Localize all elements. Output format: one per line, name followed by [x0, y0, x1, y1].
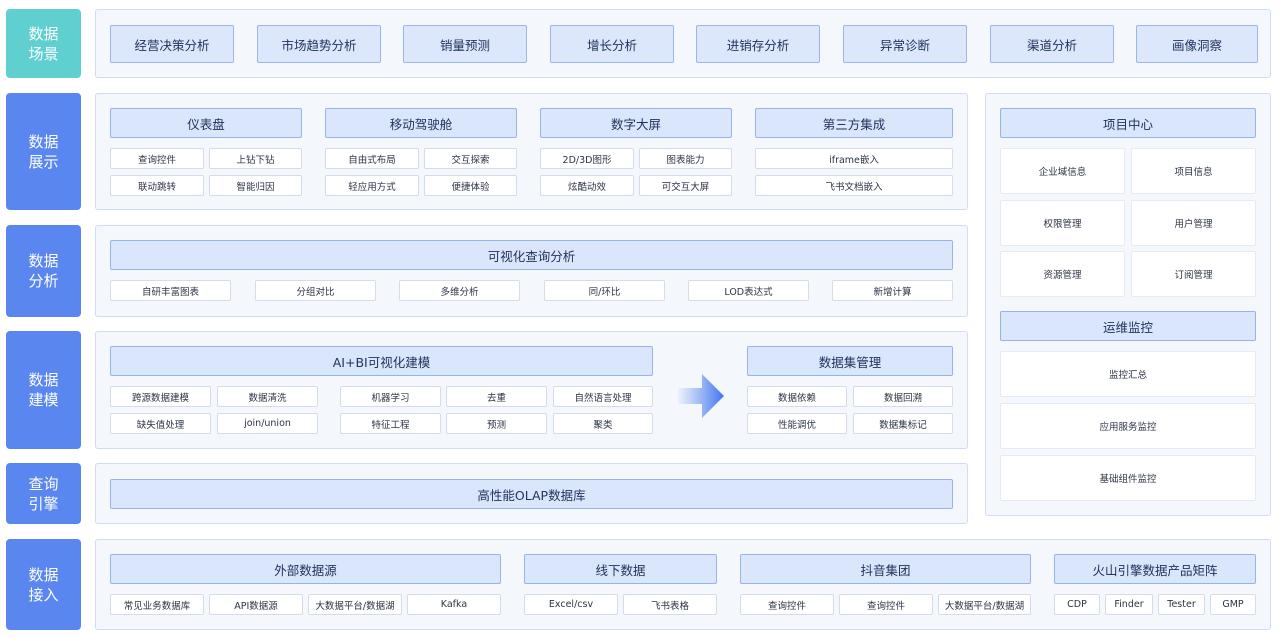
- analysis-item[interactable]: 新增计算: [832, 280, 953, 301]
- sidebar-label-analysis: 数据 分析: [6, 225, 81, 317]
- scene-item[interactable]: 进销存分析: [696, 25, 820, 63]
- ingest-item[interactable]: CDP: [1054, 594, 1100, 615]
- display-item[interactable]: 智能归因: [209, 175, 302, 196]
- modeling-ai-title[interactable]: AI+BI可视化建模: [110, 346, 653, 376]
- display-item[interactable]: 轻应用方式: [325, 175, 419, 196]
- scene-item[interactable]: 增长分析: [550, 25, 674, 63]
- modeling-item[interactable]: 去重: [446, 386, 547, 407]
- ingest-item[interactable]: Tester: [1158, 594, 1205, 615]
- scene-item[interactable]: 渠道分析: [990, 25, 1114, 63]
- display-group-mobile-title[interactable]: 移动驾驶舱: [325, 108, 517, 138]
- modeling-item[interactable]: 聚类: [553, 413, 653, 434]
- project-item[interactable]: 订阅管理: [1131, 251, 1256, 297]
- display-item[interactable]: iframe嵌入: [755, 148, 953, 169]
- analysis-panel: [95, 225, 968, 317]
- ingest-group-external-title[interactable]: 外部数据源: [110, 554, 501, 584]
- project-center-title[interactable]: 项目中心: [1000, 108, 1256, 138]
- project-item[interactable]: 企业域信息: [1000, 148, 1125, 194]
- ingest-item[interactable]: GMP: [1210, 594, 1256, 615]
- modeling-item[interactable]: 特征工程: [340, 413, 441, 434]
- modeling-item[interactable]: 预测: [446, 413, 547, 434]
- ops-monitor-title[interactable]: 运维监控: [1000, 311, 1256, 341]
- ingest-item[interactable]: Excel/csv: [524, 594, 618, 615]
- ingest-item[interactable]: 大数据平台/数据湖: [308, 594, 402, 615]
- sidebar-label-modeling: 数据 建模: [6, 331, 81, 449]
- flow-arrow-icon: [678, 374, 724, 418]
- analysis-item[interactable]: LOD表达式: [688, 280, 809, 301]
- modeling-item[interactable]: 数据清洗: [217, 386, 318, 407]
- analysis-item[interactable]: 分组对比: [255, 280, 376, 301]
- display-item[interactable]: 炫酷动效: [540, 175, 634, 196]
- scene-item[interactable]: 经营决策分析: [110, 25, 234, 63]
- ops-item[interactable]: 应用服务监控: [1000, 403, 1256, 449]
- display-item[interactable]: 可交互大屏: [639, 175, 732, 196]
- sidebar-label-scene: 数据 场景: [6, 9, 81, 78]
- display-item[interactable]: 联动跳转: [110, 175, 204, 196]
- ingest-group-volcengine-title[interactable]: 火山引擎数据产品矩阵: [1054, 554, 1256, 584]
- modeling-item[interactable]: 自然语言处理: [553, 386, 653, 407]
- scene-item[interactable]: 销量预测: [403, 25, 527, 63]
- ops-item[interactable]: 监控汇总: [1000, 351, 1256, 397]
- modeling-item[interactable]: 缺失值处理: [110, 413, 211, 434]
- display-item[interactable]: 交互探索: [424, 148, 517, 169]
- analysis-title[interactable]: 可视化查询分析: [110, 240, 953, 270]
- sidebar-label-display: 数据 展示: [6, 93, 81, 210]
- modeling-item[interactable]: 跨源数据建模: [110, 386, 211, 407]
- analysis-item[interactable]: 自研丰富图表: [110, 280, 231, 301]
- ingest-item[interactable]: 常见业务数据库: [110, 594, 204, 615]
- display-item[interactable]: 图表能力: [639, 148, 732, 169]
- display-item[interactable]: 便捷体验: [424, 175, 517, 196]
- ops-item[interactable]: 基础组件监控: [1000, 455, 1256, 501]
- ingest-item[interactable]: Finder: [1105, 594, 1153, 615]
- ingest-item[interactable]: 大数据平台/数据湖: [938, 594, 1031, 615]
- query-engine-title[interactable]: 高性能OLAP数据库: [110, 479, 953, 509]
- ingest-item[interactable]: 查询控件: [839, 594, 933, 615]
- ingest-item[interactable]: 查询控件: [740, 594, 834, 615]
- ingest-group-douyin-title[interactable]: 抖音集团: [740, 554, 1031, 584]
- analysis-item[interactable]: 同/环比: [544, 280, 665, 301]
- scene-item[interactable]: 异常诊断: [843, 25, 967, 63]
- ingest-item[interactable]: API数据源: [209, 594, 303, 615]
- display-group-dashboard-title[interactable]: 仪表盘: [110, 108, 302, 138]
- display-item[interactable]: 查询控件: [110, 148, 204, 169]
- dataset-item[interactable]: 数据回溯: [853, 386, 953, 407]
- project-item[interactable]: 用户管理: [1131, 200, 1256, 246]
- sidebar-label-ingest: 数据 接入: [6, 539, 81, 630]
- project-item[interactable]: 项目信息: [1131, 148, 1256, 194]
- ingest-group-offline-title[interactable]: 线下数据: [524, 554, 717, 584]
- modeling-item[interactable]: join/union: [217, 413, 318, 434]
- scene-item[interactable]: 画像洞察: [1136, 25, 1258, 63]
- modeling-dataset-title[interactable]: 数据集管理: [747, 346, 953, 376]
- dataset-item[interactable]: 数据依赖: [747, 386, 847, 407]
- project-item[interactable]: 权限管理: [1000, 200, 1125, 246]
- ingest-panel: [95, 539, 1271, 630]
- ingest-item[interactable]: Kafka: [407, 594, 501, 615]
- dataset-item[interactable]: 性能调优: [747, 413, 847, 434]
- project-item[interactable]: 资源管理: [1000, 251, 1125, 297]
- display-item[interactable]: 上钻下钻: [209, 148, 302, 169]
- display-item[interactable]: 自由式布局: [325, 148, 419, 169]
- analysis-item[interactable]: 多维分析: [399, 280, 520, 301]
- dataset-item[interactable]: 数据集标记: [853, 413, 953, 434]
- display-group-thirdparty-title[interactable]: 第三方集成: [755, 108, 953, 138]
- display-item[interactable]: 2D/3D图形: [540, 148, 634, 169]
- display-group-bigscreen-title[interactable]: 数字大屏: [540, 108, 732, 138]
- display-item[interactable]: 飞书文档嵌入: [755, 175, 953, 196]
- ingest-item[interactable]: 飞书表格: [623, 594, 717, 615]
- scene-item[interactable]: 市场趋势分析: [257, 25, 381, 63]
- modeling-item[interactable]: 机器学习: [340, 386, 441, 407]
- sidebar-label-query: 查询 引擎: [6, 463, 81, 524]
